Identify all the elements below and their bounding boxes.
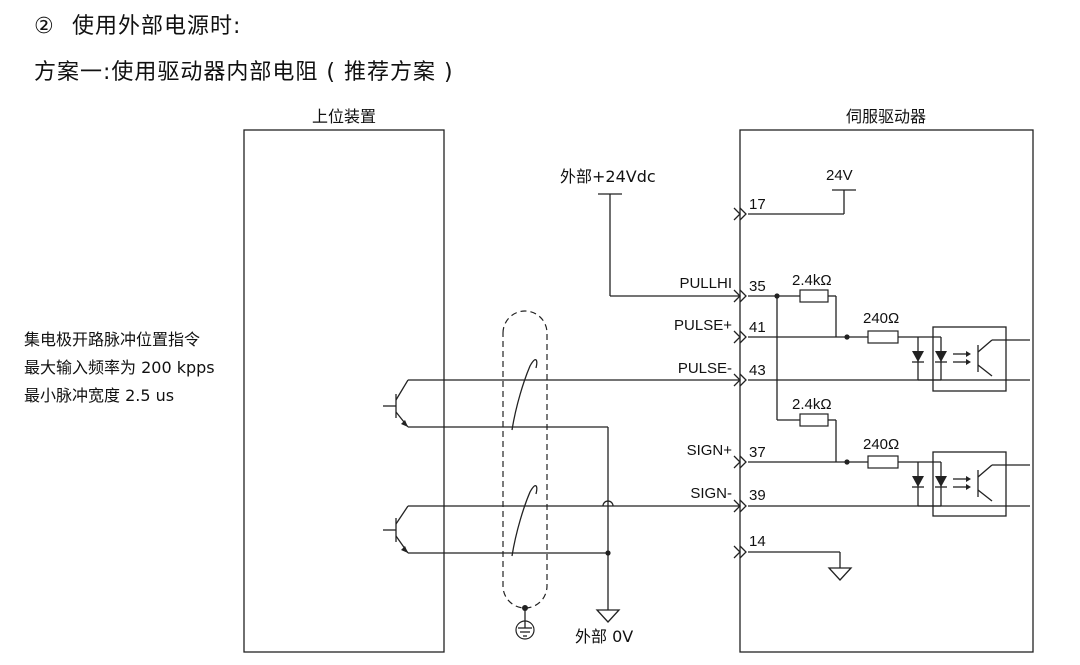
pin-43: 43	[749, 362, 766, 379]
pin-37: 37	[749, 444, 766, 461]
driver-internal-wiring	[748, 289, 1030, 507]
external-0v-label: 外部 0V	[575, 627, 633, 646]
host-device-label: 上位装置	[312, 107, 376, 126]
internal-24v-supply-symbol	[748, 189, 856, 215]
host-transistor-pulse	[383, 379, 740, 428]
pin-14: 14	[749, 533, 766, 550]
scheme-heading: 方案一:使用驱动器内部电阻 ( 推荐方案 )	[34, 60, 454, 85]
section-heading: ② 使用外部电源时:	[34, 8, 241, 40]
internal-24v-label: 24V	[826, 167, 853, 184]
host-note-line-2: 最大输入频率为 200 kpps	[24, 358, 215, 377]
host-note-line-3: 最小脉冲宽度 2.5 us	[24, 386, 174, 405]
signal-pulse-minus: PULSE-	[678, 360, 732, 377]
servo-driver-box	[739, 129, 1034, 653]
host-transistor-sign	[383, 505, 740, 554]
signal-pulse-plus: PULSE+	[674, 317, 732, 334]
optocoupler-sign	[912, 451, 1030, 517]
section-number: ②	[34, 14, 55, 39]
optocoupler-pulse	[912, 326, 1030, 392]
resistor-label-series-1: 240Ω	[863, 310, 899, 327]
resistor-label-pullup-2: 2.4kΩ	[792, 396, 832, 413]
shielded-twisted-pair	[502, 310, 548, 620]
external-0v-return	[595, 427, 621, 623]
servo-driver-label: 伺服驱动器	[846, 107, 926, 126]
pin-35: 35	[749, 278, 766, 295]
pin-17: 17	[749, 196, 766, 213]
signal-sign-plus: SIGN+	[687, 442, 733, 459]
resistor-label-series-2: 240Ω	[863, 436, 899, 453]
pin-39: 39	[749, 487, 766, 504]
earth-ground-icon	[515, 620, 535, 640]
signal-pullhi: PULLHI	[679, 275, 732, 292]
pin-41: 41	[749, 319, 766, 336]
pin-connector-symbols	[733, 207, 747, 559]
signal-sign-minus: SIGN-	[690, 485, 732, 502]
driver-ground-symbol	[748, 551, 853, 581]
host-note-line-1: 集电极开路脉冲位置指令	[24, 330, 200, 349]
host-device-box	[243, 129, 445, 653]
section-heading-text: 使用外部电源时:	[72, 14, 242, 39]
external-24v-supply-symbol	[598, 193, 740, 297]
resistor-label-pullup-1: 2.4kΩ	[792, 272, 832, 289]
external-24v-label: 外部+24Vdc	[560, 167, 656, 186]
